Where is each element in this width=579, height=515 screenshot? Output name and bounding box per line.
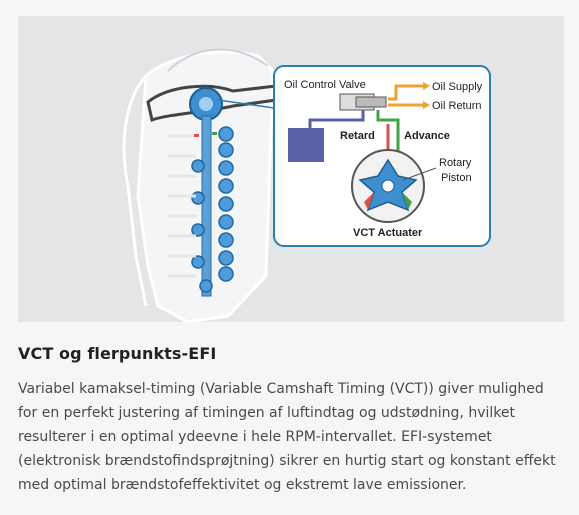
- cam-lobes: [191, 126, 234, 293]
- oil-supply-line: [388, 84, 423, 101]
- oil-control-valve-label: Oil Control Valve: [284, 79, 366, 91]
- valve-spool: [355, 96, 387, 108]
- advance-label: Advance: [404, 130, 450, 142]
- vct-chamber-red: [364, 192, 374, 210]
- cam-gear-hub: [199, 97, 213, 111]
- rotary-label: Rotary: [439, 157, 472, 169]
- caption-body: Variabel kamaksel-timing (Variable Camsh…: [18, 381, 556, 493]
- advance-line: [376, 110, 400, 166]
- retard-chamber: [288, 128, 324, 162]
- callout-pointer: [217, 99, 275, 109]
- oil-return-label: Oil Return: [432, 100, 482, 112]
- vct-chamber-green: [402, 192, 412, 210]
- camshaft: [201, 115, 212, 297]
- retard-line: [308, 110, 365, 128]
- vct-actuater-label: VCT Actuater: [353, 227, 423, 239]
- vct-marker-green: [212, 132, 217, 135]
- rotary-piston-pointer: [402, 167, 437, 181]
- piston-label: Piston: [441, 172, 472, 184]
- retard-label: Retard: [340, 130, 375, 142]
- vct-marker-red: [194, 134, 199, 137]
- oil-supply-arrow: [423, 82, 430, 90]
- caption-title: VCT og flerpunkts-EFI: [18, 344, 217, 363]
- oil-return-arrow: [423, 101, 430, 109]
- valve-stems: [168, 134, 196, 278]
- vct-diagram: Oil Control Valve Oil Supply Oil Return …: [122, 48, 491, 322]
- engine-cover-left: [122, 74, 148, 307]
- vct-illustration: Oil Control Valve Oil Supply Oil Return …: [18, 16, 564, 322]
- vct-rotor-hub: [381, 179, 395, 193]
- oil-supply-label: Oil Supply: [432, 81, 483, 93]
- engine-cover-top: [167, 48, 269, 72]
